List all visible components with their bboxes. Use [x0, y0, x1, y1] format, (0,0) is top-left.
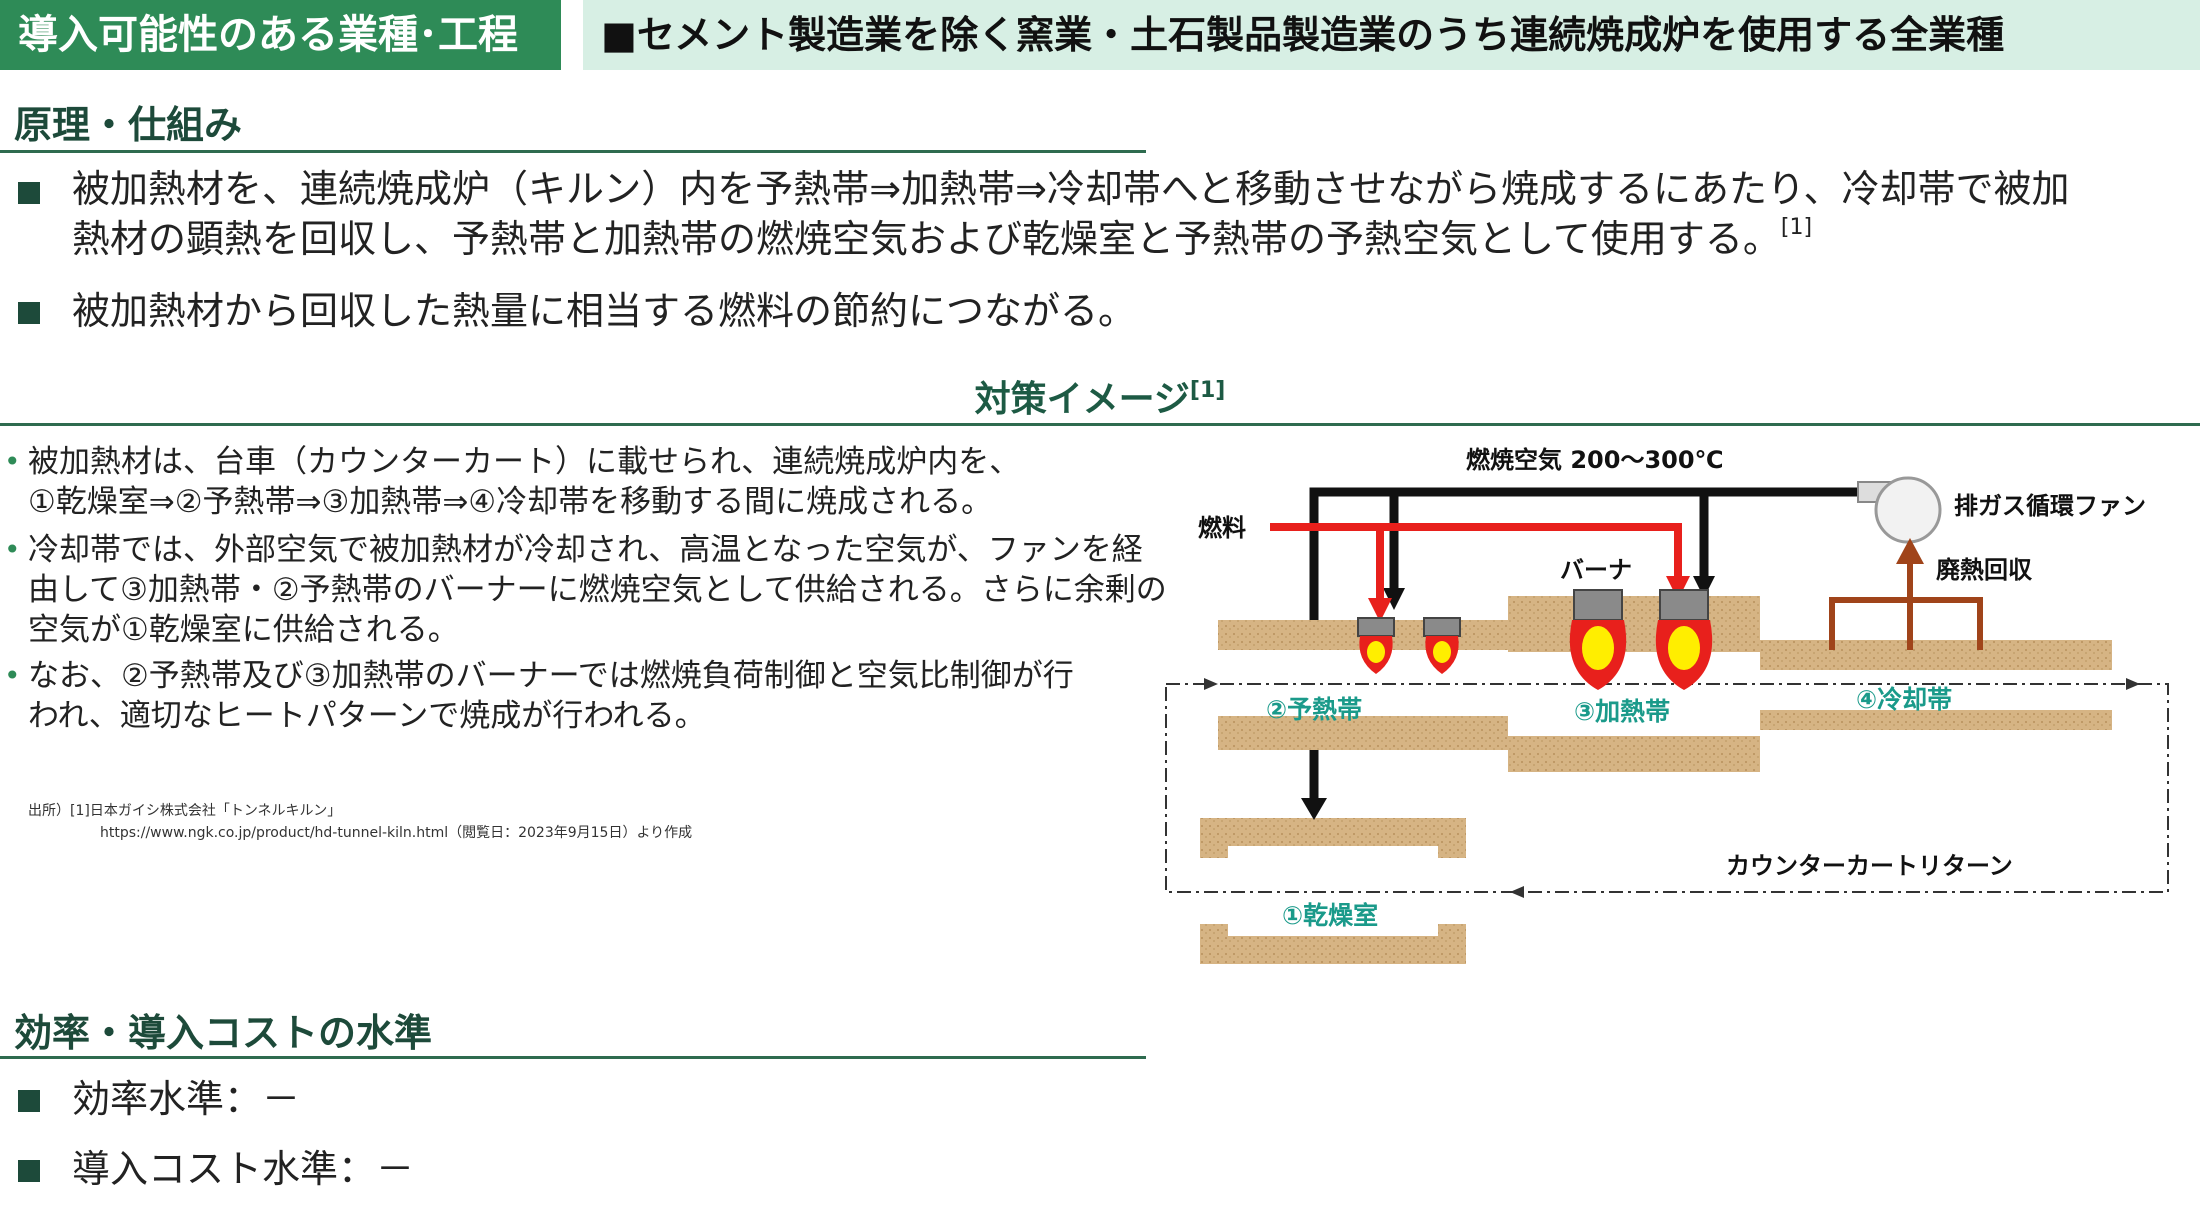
- exhaust-fan-label: 排ガス循環ファン: [1954, 492, 2146, 520]
- principle-bullet-1-line2: 熱材の顕熱を回収し、予熱帯と加熱帯の燃焼空気および乾燥室と予熱帯の予熱空気として…: [72, 217, 1781, 261]
- note-2: • 冷却帯では、外部空気で被加熱材が冷却され、高温となった空気が、ファンを経 由…: [4, 530, 1167, 650]
- kiln-diagram: 燃焼空気 200～300℃ 燃料 排ガス循環ファン バーナ 廃熱回収 ②予熱帯 …: [1165, 446, 2169, 964]
- zone-heating-label: ③加熱帯: [1574, 697, 1670, 726]
- fuel-label: 燃料: [1198, 514, 1246, 542]
- square-bullet-icon: [18, 1160, 40, 1182]
- burner-small-1: [1357, 617, 1395, 674]
- measure-image-title-text: 対策イメージ: [974, 379, 1190, 420]
- waste-heat-arrow-icon: [1896, 538, 1924, 564]
- efficiency-section-title: 効率・導入コストの水準: [14, 1011, 433, 1055]
- cart-arrow-icon: [1510, 886, 1524, 898]
- zone-cooling-label: ④冷却帯: [1856, 685, 1952, 714]
- note-1-line1: 被加熱材は、台車（カウンターカート）に載せられ、連続焼成炉内を、: [28, 444, 1021, 480]
- exhaust-fan-icon: [1857, 476, 1942, 544]
- principle-bullet-1-marker: [18, 182, 40, 208]
- fuel-lines: [1270, 523, 1682, 602]
- fuel-arrow-icon: [1368, 598, 1392, 622]
- cost-bullet-marker: [18, 1160, 40, 1186]
- air-arrow-icon: [1693, 576, 1715, 598]
- note-2-line1: 冷却帯では、外部空気で被加熱材が冷却され、高温となった空気が、ファンを経: [28, 532, 1143, 568]
- industry-header: 導入可能性のある業種･工程: [0, 0, 561, 70]
- source-line-2: https://www.ngk.co.jp/product/hd-tunnel-…: [100, 825, 693, 841]
- efficiency-section-rule: [0, 1056, 1146, 1059]
- square-bullet-icon: [18, 182, 40, 204]
- principle-bullet-1-line2-wrap: 熱材の顕熱を回収し、予熱帯と加熱帯の燃焼空気および乾燥室と予熱帯の予熱空気として…: [72, 214, 2192, 264]
- industry-scope-header: ■セメント製造業を除く窯業・土石製品製造業のうち連続焼成炉を使用する全業種: [583, 0, 2200, 70]
- drying-chamber-lower-wall: [1200, 924, 1466, 964]
- principle-bullet-1: 被加熱材を、連続焼成炉（キルン）内を予熱帯⇒加熱帯⇒冷却帯へと移動させながら焼成…: [72, 164, 2192, 264]
- burner-label: バーナ: [1560, 556, 1632, 584]
- cart-return-label: カウンターカートリターン: [1726, 852, 2013, 880]
- waste-heat-lines: [1829, 558, 1983, 650]
- principle-bullet-1-line1: 被加熱材を、連続焼成炉（キルン）内を予熱帯⇒加熱帯⇒冷却帯へと移動させながら焼成…: [72, 167, 2070, 211]
- principle-section-rule: [0, 150, 1146, 153]
- measure-image-ref: [1]: [1189, 378, 1226, 403]
- burner-large-1: [1569, 589, 1627, 690]
- combustion-air-lines: [1309, 487, 1860, 800]
- square-bullet-icon: [18, 1090, 40, 1112]
- bullet-dot-icon: •: [4, 533, 21, 566]
- note-3-line1: なお、②予熱帯及び③加熱帯のバーナーでは燃焼負荷制御と空気比制御が行: [28, 658, 1074, 694]
- kiln-lower-wall: [1218, 710, 2112, 772]
- air-arrow-icon: [1301, 798, 1327, 820]
- measure-image-title: 対策イメージ[1]: [0, 370, 2200, 422]
- principle-bullet-2: 被加熱材から回収した熱量に相当する燃料の節約につながる。: [72, 289, 1137, 333]
- cart-arrow-icon: [1204, 678, 1218, 690]
- burner-large-2: [1655, 589, 1713, 690]
- square-bullet-icon: [18, 302, 40, 324]
- principle-bullet-2-marker: [18, 302, 40, 328]
- burner-small-2: [1423, 617, 1461, 674]
- air-arrow-icon: [1383, 588, 1405, 610]
- drying-chamber-upper-wall: [1200, 818, 1466, 858]
- source-line-1: 出所）[1]日本ガイシ株式会社「トンネルキルン」: [28, 803, 342, 819]
- efficiency-bullet-marker: [18, 1090, 40, 1116]
- note-1-line2: ①乾燥室⇒②予熱帯⇒③加熱帯⇒④冷却帯を移動する間に焼成される。: [28, 484, 993, 520]
- cart-return-loop: [1165, 683, 2169, 893]
- cart-arrow-icon: [2126, 678, 2140, 690]
- principle-section-title: 原理・仕組み: [14, 103, 243, 147]
- zone-drying-label: ①乾燥室: [1282, 901, 1378, 930]
- efficiency-level: 効率水準：－: [72, 1077, 301, 1121]
- measure-image-rule: [0, 423, 2200, 426]
- note-3: • なお、②予熱帯及び③加熱帯のバーナーでは燃焼負荷制御と空気比制御が行 われ、…: [4, 656, 1104, 736]
- note-2-line3: 空気が①乾燥室に供給される。: [28, 612, 459, 648]
- note-1: • 被加熱材は、台車（カウンターカート）に載せられ、連続焼成炉内を、 ①乾燥室⇒…: [4, 442, 1104, 522]
- zone-preheat-label: ②予熱帯: [1266, 695, 1362, 724]
- note-2-line2: 由して③加熱帯・②予熱帯のバーナーに燃焼空気として供給される。さらに余剰の: [28, 572, 1167, 608]
- combustion-air-label: 燃焼空気 200～300℃: [1466, 446, 1724, 474]
- bullet-dot-icon: •: [4, 659, 21, 692]
- bullet-dot-icon: •: [4, 445, 21, 478]
- note-3-line2: われ、適切なヒートパターンで焼成が行われる。: [28, 698, 706, 734]
- fuel-arrow-icon: [1666, 576, 1690, 600]
- principle-ref: [1]: [1780, 215, 1813, 240]
- waste-heat-label: 廃熱回収: [1936, 556, 2033, 584]
- cost-level: 導入コスト水準：－: [72, 1147, 415, 1191]
